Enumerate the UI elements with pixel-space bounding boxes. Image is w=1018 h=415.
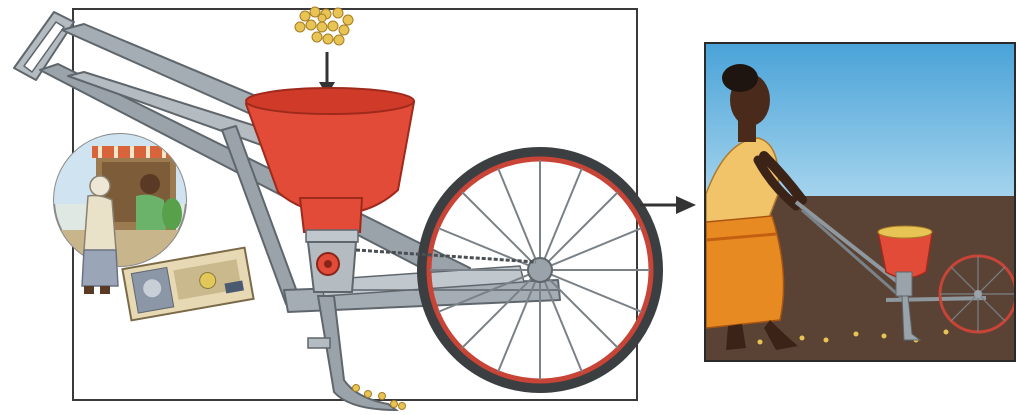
seeds-icon	[295, 7, 353, 45]
planting-scene-frame	[704, 42, 1016, 362]
planting-scene	[706, 44, 1016, 362]
right-arrow-icon	[640, 196, 696, 214]
furrow-opener	[308, 296, 406, 410]
planter-wheel	[422, 152, 658, 388]
